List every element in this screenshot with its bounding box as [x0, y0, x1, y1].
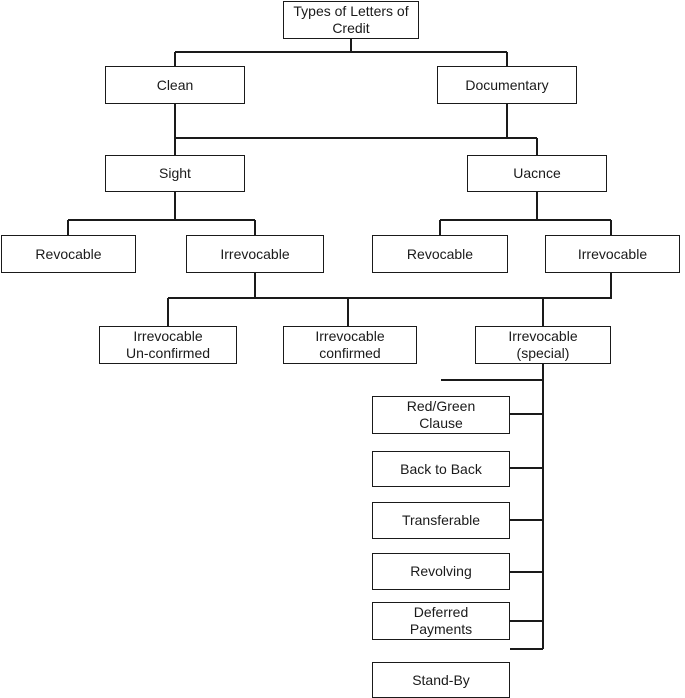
- connector-irrevocable-usance: [542, 273, 612, 326]
- connector-usance: [439, 192, 612, 235]
- sight-revocable-node: Revocable: [1, 235, 136, 273]
- connector-special-branches: [441, 379, 543, 650]
- revolving-node: Revolving: [372, 553, 510, 590]
- documentary-node: Documentary: [437, 66, 577, 104]
- irrevocable-unconfirmed-node: Irrevocable Un-confirmed: [99, 326, 237, 364]
- usance-revocable-node: Revocable: [372, 235, 508, 273]
- irrevocable-special-node: Irrevocable (special): [475, 326, 611, 364]
- transferable-node: Transferable: [372, 502, 510, 539]
- deferred-payments-node: Deferred Payments: [372, 602, 510, 640]
- clean-node: Clean: [105, 66, 245, 104]
- sight-irrevocable-node: Irrevocable: [186, 235, 324, 273]
- connector-sight: [67, 192, 256, 235]
- stand-by-node: Stand-By: [372, 662, 510, 698]
- usance-node: Uacnce: [467, 155, 607, 192]
- irrevocable-confirmed-node: Irrevocable confirmed: [283, 326, 417, 364]
- sight-node: Sight: [105, 155, 245, 192]
- back-to-back-node: Back to Back: [372, 451, 510, 487]
- connector-root: [174, 39, 508, 66]
- connector-irrevocable-sight: [167, 273, 543, 326]
- red-green-clause-node: Red/Green Clause: [372, 396, 510, 434]
- root-node: Types of Letters of Credit: [283, 1, 419, 39]
- usance-irrevocable-node: Irrevocable: [545, 235, 680, 273]
- connector-level2: [174, 104, 538, 155]
